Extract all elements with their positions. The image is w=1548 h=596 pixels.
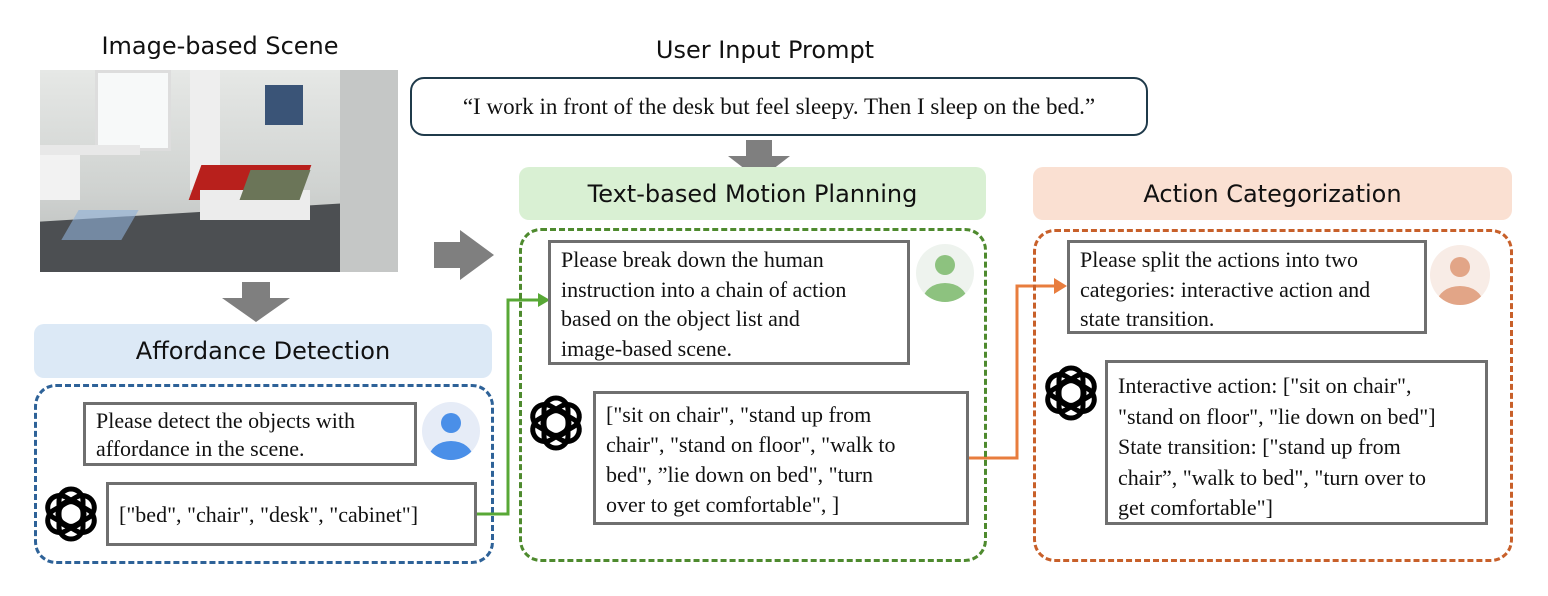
- user-avatar-icon: [422, 402, 480, 460]
- message-line: Interactive action: ["sit on chair",: [1118, 373, 1412, 398]
- scene-title: Image-based Scene: [101, 32, 339, 60]
- message-line: Please break down the human: [561, 247, 824, 272]
- categorization-header: Action Categorization: [1033, 167, 1512, 220]
- affordance-header: Affordance Detection: [34, 324, 492, 378]
- user-avatar-icon: [916, 244, 974, 302]
- categorization-user-message: Please split the actions into two catego…: [1067, 240, 1427, 334]
- message-line: bed", ”lie down on bed", "turn: [606, 462, 874, 487]
- message-line: ["sit on chair", "stand up from: [606, 402, 872, 427]
- down-arrow-icon: [222, 282, 290, 322]
- categorization-panel: [1033, 229, 1513, 562]
- message-line: "stand on floor", "lie down on bed"]: [1118, 403, 1436, 429]
- right-arrow-icon: [434, 230, 494, 280]
- planning-header: Text-based Motion Planning: [519, 167, 986, 220]
- room-scene-image: [40, 70, 398, 272]
- message-line: State transition: ["stand up from: [1118, 434, 1401, 459]
- chatgpt-logo-icon: [525, 392, 587, 454]
- message-line: categories: interactive action and: [1080, 276, 1371, 302]
- message-line: affordance in the scene.: [96, 436, 305, 461]
- user-prompt-box: “I work in front of the desk but feel sl…: [410, 77, 1148, 136]
- message-line: over to get comfortable", ]: [606, 492, 840, 517]
- message-line: image-based scene.: [561, 335, 733, 361]
- message-line: chair", "stand on floor", "walk to: [606, 432, 896, 457]
- message-line: instruction into a chain of action: [561, 276, 847, 302]
- message-line: chair”, "walk to bed", "turn over to: [1118, 464, 1426, 490]
- message-line: Please split the actions into two: [1080, 247, 1359, 272]
- planning-user-message: Please break down the human instruction …: [548, 240, 910, 365]
- categorization-response: Interactive action: ["sit on chair", "st…: [1105, 360, 1488, 525]
- user-avatar-icon: [1430, 245, 1490, 305]
- message-line: based on the object list and: [561, 306, 800, 331]
- chatgpt-logo-icon: [40, 483, 102, 545]
- affordance-user-message: Please detect the objects with affordanc…: [83, 402, 417, 466]
- prompt-title: User Input Prompt: [655, 36, 875, 64]
- chatgpt-logo-icon: [1040, 362, 1102, 424]
- message-line: state transition.: [1080, 306, 1215, 331]
- user-prompt-text: “I work in front of the desk but feel sl…: [462, 93, 1096, 119]
- message-line: get comfortable"]: [1118, 495, 1273, 520]
- affordance-response: ["bed", "chair", "desk", "cabinet"]: [106, 482, 477, 546]
- message-line: ["bed", "chair", "desk", "cabinet"]: [119, 501, 419, 527]
- down-arrow-icon: [728, 140, 790, 180]
- planning-panel: [519, 228, 987, 562]
- planning-response: ["sit on chair", "stand up from chair", …: [593, 391, 969, 525]
- message-line: Please detect the objects with: [96, 408, 356, 433]
